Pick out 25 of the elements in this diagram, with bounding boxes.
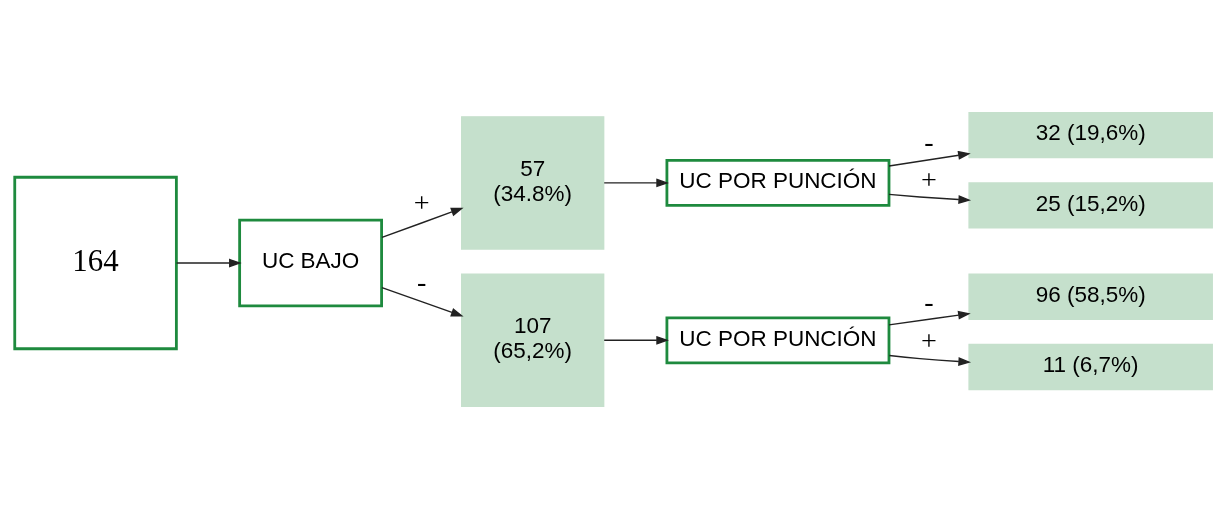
arrow: [888, 310, 971, 326]
edge-label: +: [921, 325, 937, 357]
arrow: [175, 258, 242, 268]
arrow: [603, 178, 669, 188]
arrow: [888, 193, 972, 204]
node-box: UC POR PUNCIÓN: [665, 316, 891, 365]
node-box: 25 (15,2%): [968, 182, 1213, 229]
arrow: [381, 286, 464, 317]
arrow: [381, 207, 464, 239]
node-box: 57 (34.8%): [461, 116, 605, 250]
node-box: 107 (65,2%): [461, 273, 605, 408]
edge-label: +: [413, 187, 430, 219]
edge-label: -: [416, 266, 427, 298]
arrow: [888, 150, 971, 167]
arrow: [888, 354, 972, 366]
node-box: 11 (6,7%): [968, 343, 1213, 391]
edge-label: -: [924, 125, 934, 157]
edge-label: -: [924, 285, 934, 317]
node-box: 96 (58,5%): [968, 273, 1213, 320]
node-box: UC BAJO: [238, 218, 383, 308]
edge-label: +: [921, 163, 937, 195]
arrow: [603, 335, 669, 345]
node-box: UC POR PUNCIÓN: [665, 159, 891, 207]
node-box: 32 (19,6%): [968, 111, 1213, 159]
node-box: 164: [13, 175, 178, 351]
